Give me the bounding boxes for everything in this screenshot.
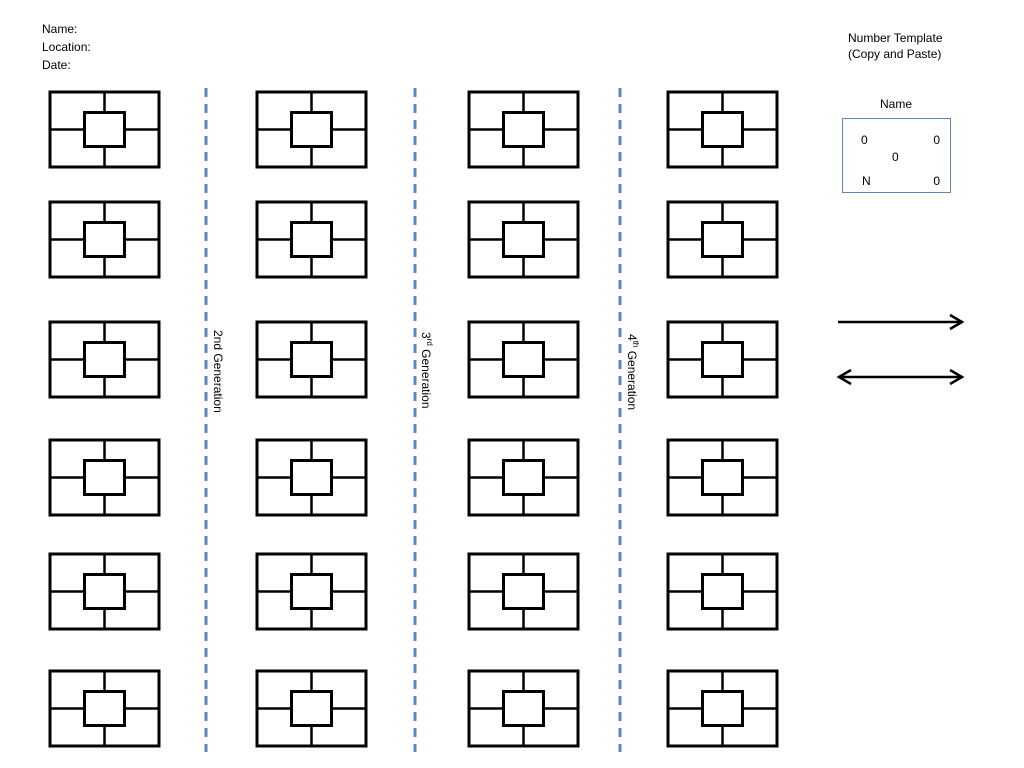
person-box[interactable]: [666, 90, 779, 169]
person-box[interactable]: [255, 90, 368, 169]
person-box[interactable]: [467, 669, 580, 748]
template-name: Name: [880, 97, 913, 111]
person-box[interactable]: [467, 320, 580, 399]
person-box[interactable]: [467, 438, 580, 517]
right-arrow-icon[interactable]: [838, 313, 965, 331]
person-box[interactable]: [48, 200, 161, 279]
person-box[interactable]: [467, 200, 580, 279]
person-box[interactable]: [48, 90, 161, 169]
person-box[interactable]: [255, 438, 368, 517]
name-label: Name:: [42, 22, 78, 36]
person-box[interactable]: [48, 320, 161, 399]
person-box[interactable]: [255, 669, 368, 748]
person-box[interactable]: [467, 90, 580, 169]
person-box[interactable]: [666, 669, 779, 748]
template-bottom-right: 0: [933, 174, 940, 188]
person-box[interactable]: [255, 200, 368, 279]
template-top-right: 0: [933, 133, 940, 147]
number-template-box[interactable]: 0 0 0 N 0: [842, 118, 951, 193]
location-label: Location:: [42, 40, 91, 54]
template-center: 0: [892, 150, 899, 164]
template-title: Number Template (Copy and Paste): [848, 31, 943, 61]
person-box[interactable]: [666, 200, 779, 279]
person-box[interactable]: [467, 552, 580, 631]
person-box[interactable]: [48, 438, 161, 517]
date-label: Date:: [42, 58, 71, 72]
header-fields: Name: Location: Date:: [42, 20, 91, 74]
person-box[interactable]: [666, 320, 779, 399]
double-arrow-icon[interactable]: [836, 368, 965, 386]
person-box[interactable]: [48, 669, 161, 748]
person-box[interactable]: [255, 552, 368, 631]
person-box[interactable]: [666, 552, 779, 631]
template-top-left: 0: [861, 133, 868, 147]
person-box[interactable]: [48, 552, 161, 631]
person-box[interactable]: [666, 438, 779, 517]
template-bottom-left: N: [862, 174, 871, 188]
person-box[interactable]: [255, 320, 368, 399]
